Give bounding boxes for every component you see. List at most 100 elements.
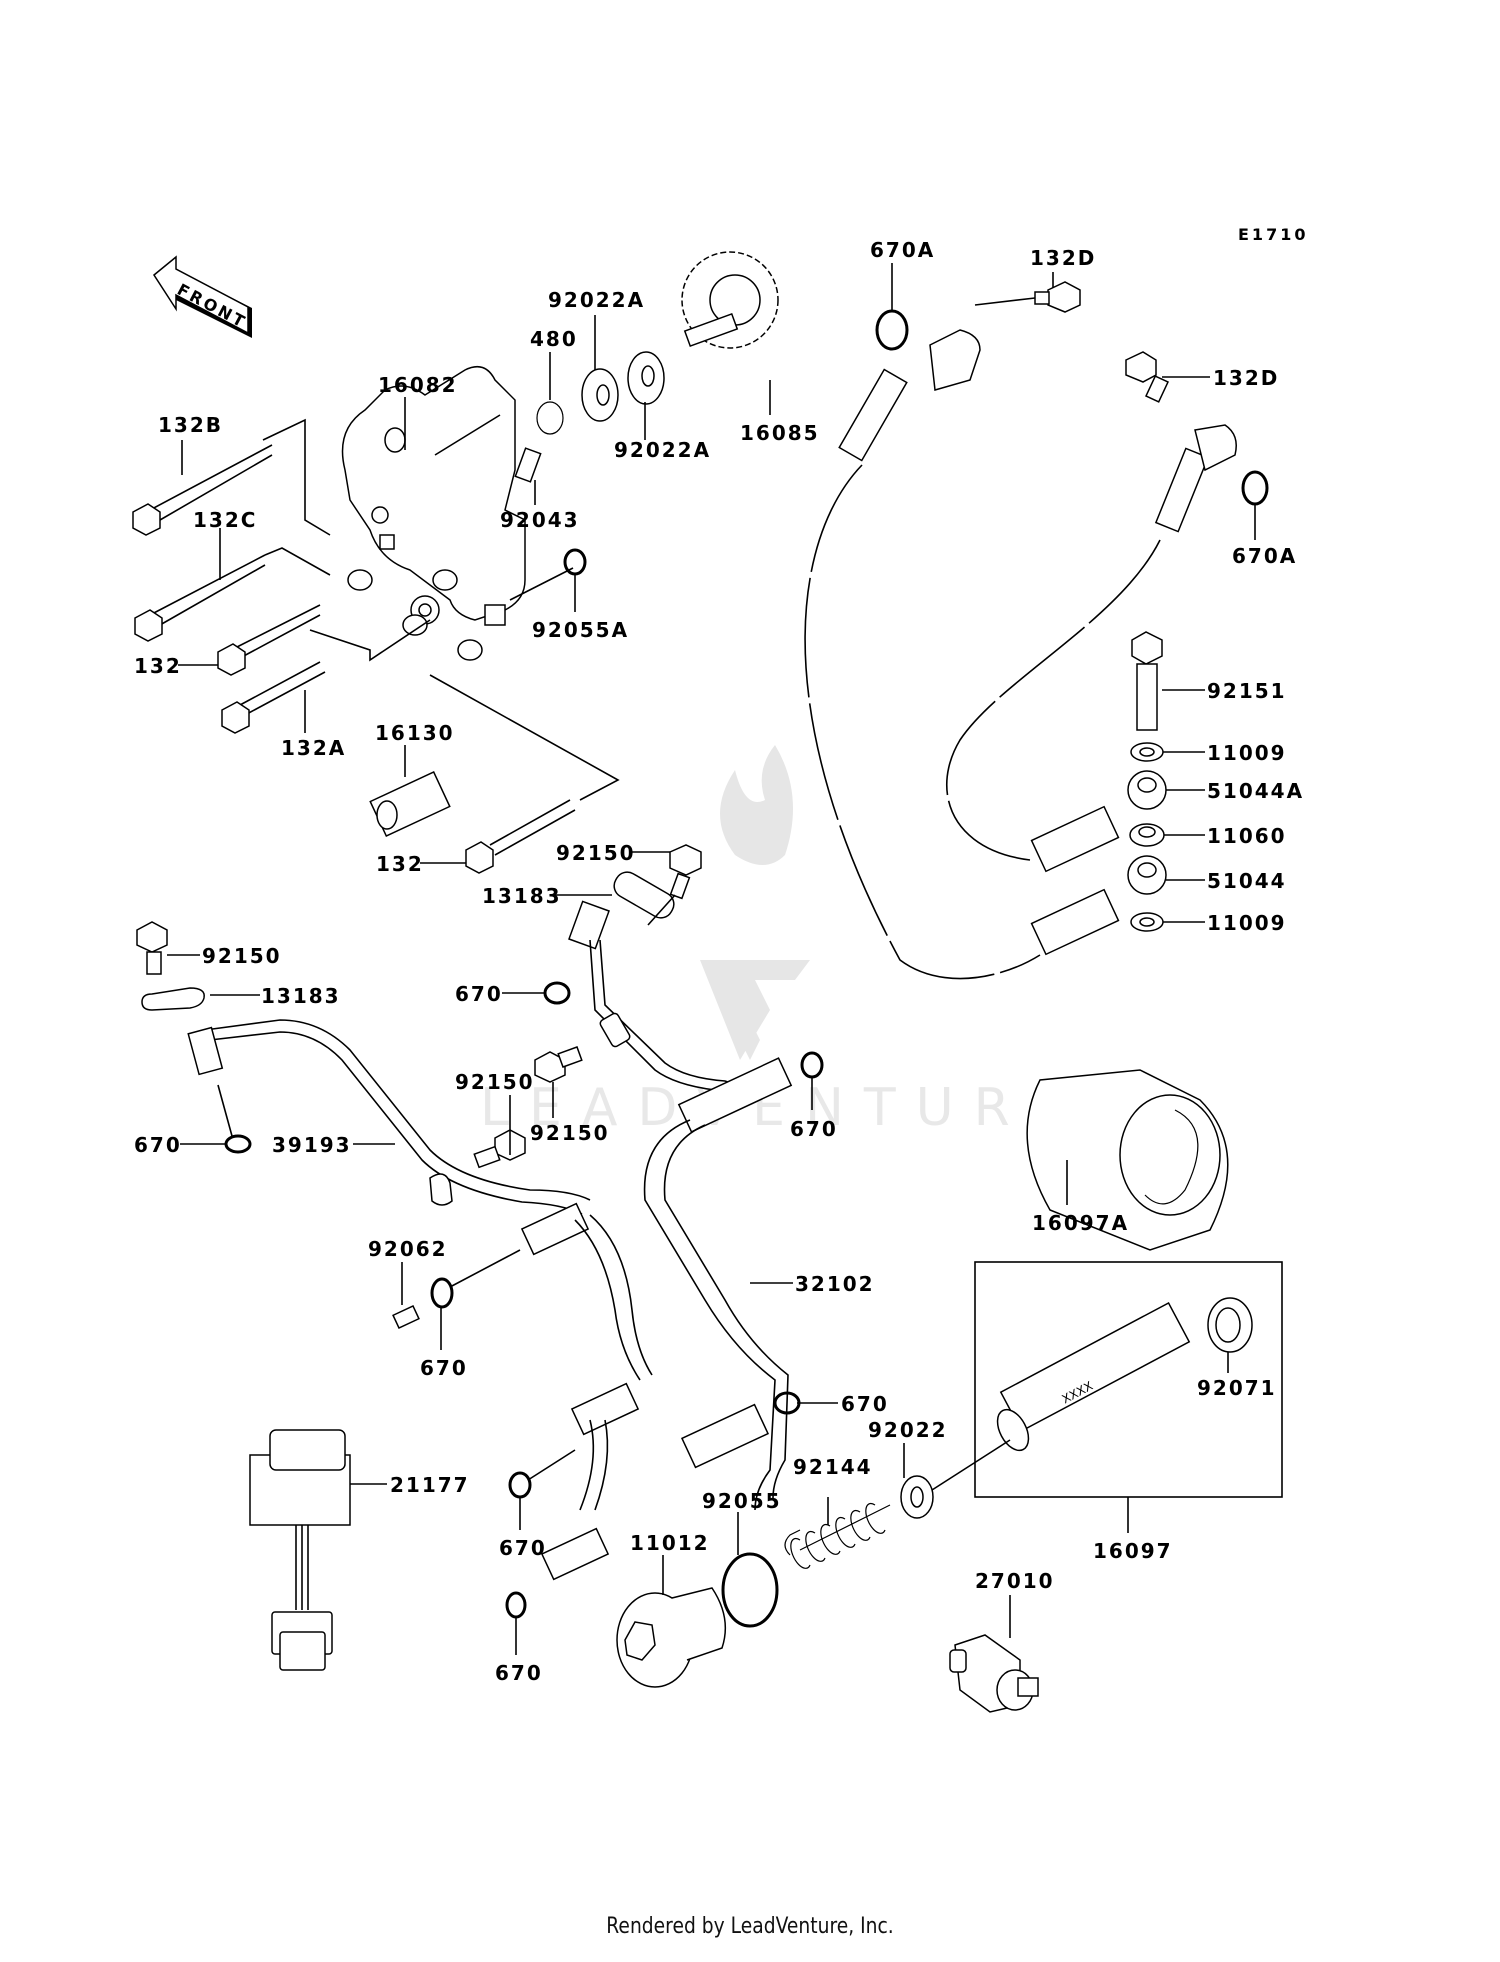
- leader-bracket-132-lower: [429, 674, 620, 801]
- o-ring-670A-2[interactable]: [1241, 470, 1269, 506]
- o-ring-92055A[interactable]: [563, 548, 587, 576]
- label-92055A[interactable]: 92055A: [532, 618, 629, 642]
- o-ring-670-2[interactable]: [224, 1134, 252, 1154]
- label-92071[interactable]: 92071: [1197, 1376, 1277, 1400]
- label-39193[interactable]: 39193: [272, 1133, 352, 1157]
- bolt-132-lower[interactable]: [465, 799, 576, 874]
- washer-11060[interactable]: [1129, 823, 1165, 847]
- label-132C[interactable]: 132C: [193, 508, 257, 532]
- label-132A[interactable]: 132A: [281, 736, 346, 760]
- label-92022A[interactable]: 92022A: [548, 288, 645, 312]
- label-92055[interactable]: 92055: [702, 1489, 782, 1513]
- label-11009[interactable]: 11009: [1207, 741, 1287, 765]
- relief-valve-16130[interactable]: [369, 770, 451, 838]
- label-92150[interactable]: 92150: [530, 1121, 610, 1145]
- oil-pressure-switch-27010[interactable]: [949, 1634, 1039, 1713]
- oil-hose[interactable]: [804, 464, 1161, 980]
- washer-92022A-2[interactable]: [627, 351, 665, 405]
- oil-pipe-39193[interactable]: [187, 1019, 653, 1581]
- dowel-pin-92043[interactable]: [514, 447, 542, 483]
- o-ring-670A-1[interactable]: [875, 309, 909, 351]
- label-670[interactable]: 670: [420, 1356, 468, 1380]
- o-ring-670-6[interactable]: [508, 1471, 532, 1499]
- label-92022A[interactable]: 92022A: [614, 438, 711, 462]
- label-92043[interactable]: 92043: [500, 508, 580, 532]
- bolt-92150-top[interactable]: [669, 844, 702, 900]
- gear-16085[interactable]: [681, 251, 779, 349]
- oil-pipe-32102[interactable]: [643, 1119, 789, 1511]
- filter-element-16097[interactable]: XXXX: [991, 1301, 1191, 1456]
- bolt-132-upper[interactable]: [217, 604, 321, 676]
- bolt-92150-mid[interactable]: [534, 1046, 583, 1083]
- label-670A[interactable]: 670A: [870, 238, 935, 262]
- label-670[interactable]: 670: [841, 1392, 889, 1416]
- label-132B[interactable]: 132B: [158, 413, 223, 437]
- label-21177[interactable]: 21177: [390, 1473, 470, 1497]
- plate-13183-left[interactable]: [141, 987, 205, 1011]
- label-92150[interactable]: 92150: [202, 944, 282, 968]
- label-92062[interactable]: 92062: [368, 1237, 448, 1261]
- label-92022[interactable]: 92022: [868, 1418, 948, 1442]
- label-670[interactable]: 670: [499, 1536, 547, 1560]
- label-32102[interactable]: 32102: [795, 1272, 875, 1296]
- leader-shaft: [434, 414, 501, 456]
- hose-fitting-upper-right[interactable]: [1154, 424, 1237, 533]
- label-132[interactable]: 132: [134, 654, 182, 678]
- banjo-51044A[interactable]: [1030, 770, 1167, 873]
- circlip-480[interactable]: [536, 401, 564, 435]
- label-16130[interactable]: 16130: [375, 721, 455, 745]
- label-11060[interactable]: 11060: [1207, 824, 1287, 848]
- seal-92071[interactable]: [1207, 1297, 1253, 1353]
- label-670[interactable]: 670: [134, 1133, 182, 1157]
- label-132D[interactable]: 132D: [1213, 366, 1279, 390]
- label-92144[interactable]: 92144: [793, 1455, 873, 1479]
- banjo-bolt-92151[interactable]: [1131, 631, 1163, 731]
- bolt-132C[interactable]: [134, 554, 266, 642]
- label-670[interactable]: 670: [495, 1661, 543, 1685]
- label-480[interactable]: 480: [530, 327, 578, 351]
- hose-fitting-upper-left[interactable]: [838, 329, 981, 462]
- spring-92144[interactable]: [784, 1502, 891, 1569]
- bolt-132D-1[interactable]: [1034, 281, 1081, 313]
- label-11009[interactable]: 11009: [1207, 911, 1287, 935]
- label-11012[interactable]: 11012: [630, 1531, 710, 1555]
- o-ring-92055[interactable]: [721, 1552, 779, 1628]
- label-92151[interactable]: 92151: [1207, 679, 1287, 703]
- label-13183[interactable]: 13183: [261, 984, 341, 1008]
- o-ring-670-3[interactable]: [800, 1051, 824, 1079]
- label-27010[interactable]: 27010: [975, 1569, 1055, 1593]
- label-16082[interactable]: 16082: [378, 373, 458, 397]
- label-92150[interactable]: 92150: [455, 1070, 535, 1094]
- oil-pump-body[interactable]: [341, 365, 526, 661]
- oil-pipe-upper-middle[interactable]: [568, 900, 793, 1133]
- label-51044[interactable]: 51044: [1207, 869, 1287, 893]
- bolt-132D-2[interactable]: [1125, 351, 1169, 403]
- label-670[interactable]: 670: [790, 1117, 838, 1141]
- washer-11009-2[interactable]: [1130, 912, 1164, 932]
- label-16097A[interactable]: 16097A: [1032, 1211, 1129, 1235]
- bolt-132B[interactable]: [132, 444, 273, 536]
- label-51044A[interactable]: 51044A: [1207, 779, 1304, 803]
- label-16097[interactable]: 16097: [1093, 1539, 1173, 1563]
- bolt-132A[interactable]: [221, 661, 326, 734]
- label-132[interactable]: 132: [376, 852, 424, 876]
- label-13183[interactable]: 13183: [482, 884, 562, 908]
- washer-92022A-1[interactable]: [581, 368, 619, 422]
- o-ring-670-4[interactable]: [430, 1277, 454, 1309]
- label-92150[interactable]: 92150: [556, 841, 636, 865]
- banjo-51044[interactable]: [1030, 855, 1167, 956]
- relay-21177[interactable]: [249, 1429, 351, 1671]
- oil-filter-16097A[interactable]: [1026, 1069, 1229, 1251]
- washer-11009-1[interactable]: [1130, 742, 1164, 762]
- label-132D[interactable]: 132D: [1030, 246, 1096, 270]
- label-670A[interactable]: 670A: [1232, 544, 1297, 568]
- bolt-92150-left[interactable]: [136, 921, 168, 975]
- plug-11012[interactable]: [616, 1587, 727, 1688]
- o-ring-670-7[interactable]: [505, 1591, 527, 1619]
- label-16085[interactable]: 16085: [740, 421, 820, 445]
- label-670[interactable]: 670: [455, 982, 503, 1006]
- washer-92022[interactable]: [900, 1475, 934, 1519]
- plug-92062[interactable]: [392, 1305, 420, 1329]
- plate-13183-top[interactable]: [610, 868, 678, 923]
- o-ring-670-1[interactable]: [543, 981, 571, 1005]
